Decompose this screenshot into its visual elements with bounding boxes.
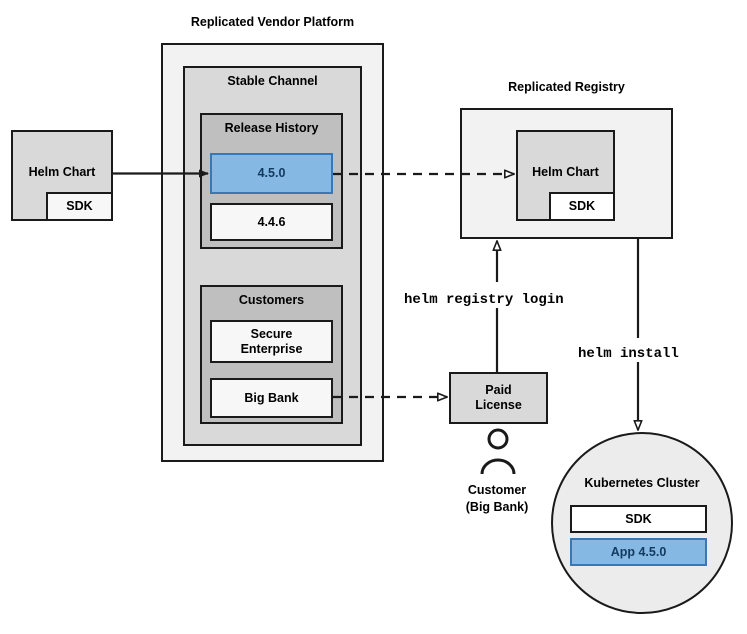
customer-secure-enterprise-box[interactable]: Secure Enterprise [210,320,333,363]
replicated-registry-title: Replicated Registry [508,80,625,94]
customers-title: Customers [238,293,305,307]
paid-license-label-line2: License [475,398,522,412]
customer-big-bank-box[interactable]: Big Bank [210,378,333,418]
left-helm-chart-sdk-label: SDK [66,199,93,213]
cluster-sdk-box[interactable]: SDK [570,505,707,533]
paid-license-label-line1: Paid [485,383,512,397]
cluster-app-box[interactable]: App 4.5.0 [570,538,707,566]
customer-secure-enterprise-label-line2: Enterprise [240,341,303,356]
customer-secure-enterprise-label-line1: Secure [250,326,293,341]
customer-label-line1: Customer [467,483,527,497]
stable-channel-title: Stable Channel [227,74,318,88]
release-history-title: Release History [224,121,319,135]
release-4-4-6-label: 4.4.6 [257,214,286,229]
left-helm-chart-label: Helm Chart [28,165,96,179]
paid-license-box[interactable]: Paid License [449,372,548,424]
customer-person-icon [480,428,516,475]
release-4-5-0-label: 4.5.0 [257,166,286,180]
customer-big-bank-label: Big Bank [244,390,299,405]
kubernetes-cluster-title: Kubernetes Cluster [584,476,700,490]
registry-sdk-label: SDK [568,199,596,213]
vendor-platform-title: Replicated Vendor Platform [190,15,355,29]
registry-helm-chart-label: Helm Chart [532,165,599,179]
left-helm-chart-sdk-box[interactable]: SDK [46,192,113,221]
helm-install-command: helm install [578,346,679,362]
customer-label-line2: (Big Bank) [465,500,529,514]
registry-sdk-box[interactable]: SDK [549,192,615,221]
cluster-app-label: App 4.5.0 [610,544,667,559]
release-4-4-6-box[interactable]: 4.4.6 [210,203,333,241]
release-4-5-0-box[interactable]: 4.5.0 [210,153,333,194]
helm-registry-login-command: helm registry login [404,292,564,308]
cluster-sdk-label: SDK [625,511,652,526]
